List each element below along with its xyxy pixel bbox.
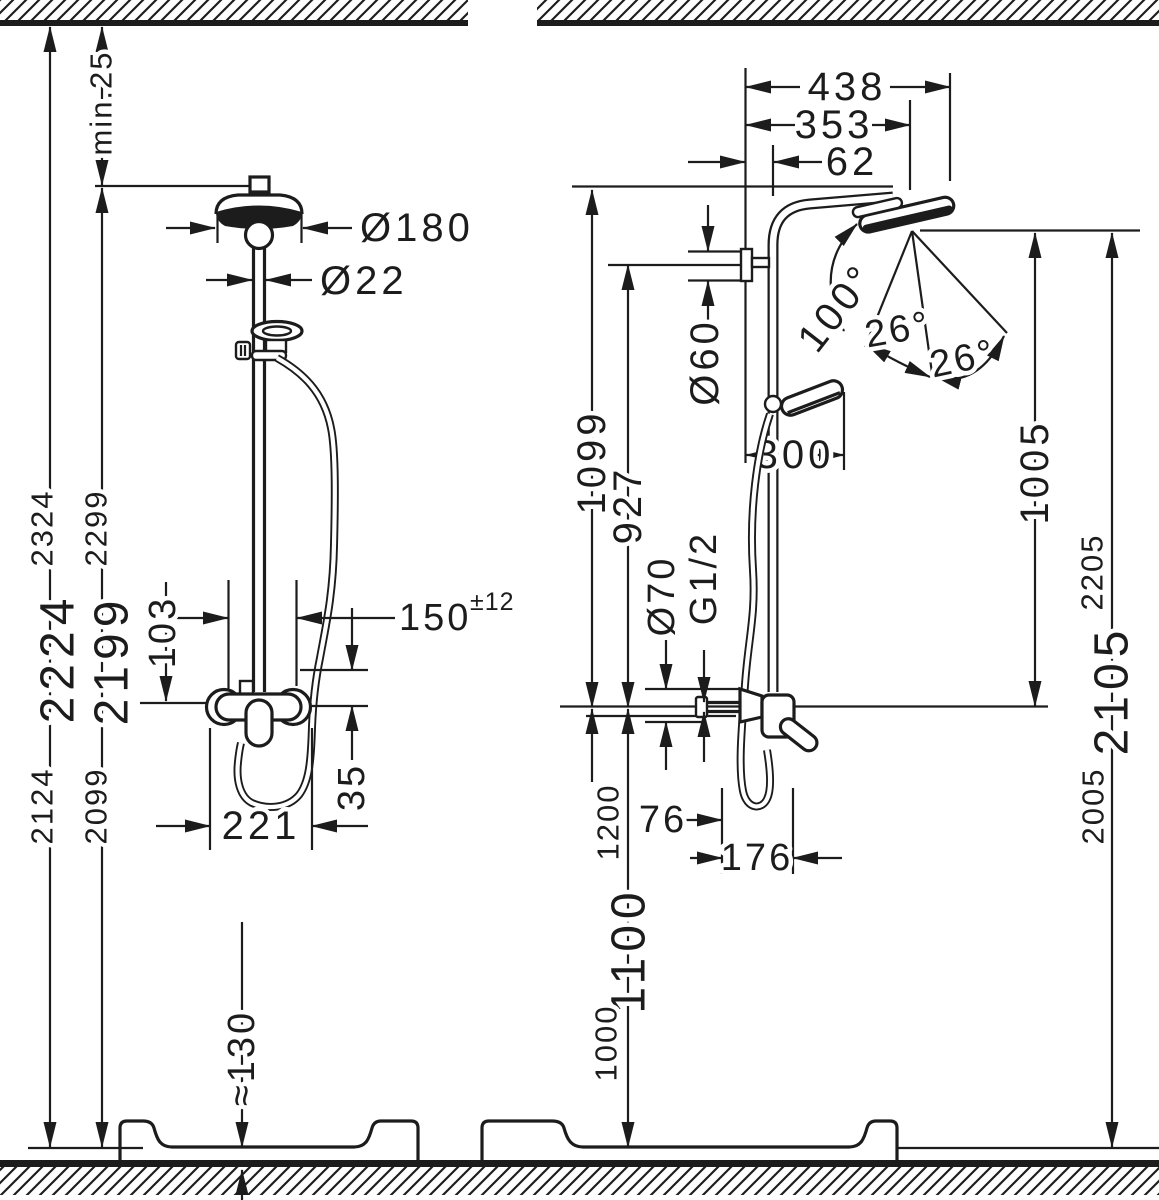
dim-pipe-diameter: Ø22 xyxy=(206,255,408,308)
dim-label-2099: 2099 xyxy=(79,768,114,845)
dim-label-35: 35 xyxy=(331,763,373,811)
dim-label-130: ≈130 xyxy=(221,1010,263,1106)
front-mixer xyxy=(204,679,313,748)
dim-1005: 1005 xyxy=(1009,232,1062,707)
side-tray xyxy=(480,1119,899,1160)
dim-label-g12: G1/2 xyxy=(683,531,725,625)
dim-label-26deg-2: 26° xyxy=(926,332,1000,387)
dim-d70-g12: Ø70 G1/2 xyxy=(637,526,740,770)
side-pipe xyxy=(767,191,894,692)
side-hand-shower xyxy=(763,379,845,417)
dim-label-1000: 1000 xyxy=(589,1005,624,1082)
dim-2105: 2205 2105 2005 xyxy=(1070,232,1143,1148)
front-hose xyxy=(233,354,339,811)
dim-tray-height: ≈130 xyxy=(217,922,268,1200)
dim-label-353: 353 xyxy=(795,103,874,147)
dim-76-176: 76 176 xyxy=(634,795,842,884)
dim-label-1099: 1099 xyxy=(570,410,614,515)
dim-label-1200: 1200 xyxy=(591,784,626,861)
dim-35: 35 xyxy=(300,608,378,816)
side-shower-head xyxy=(851,195,956,234)
dim-label-2124: 2124 xyxy=(25,768,60,845)
dim-label-103: 103 xyxy=(142,596,184,668)
dim-reach: 438 353 62 xyxy=(688,61,951,189)
dim-label-2299: 2299 xyxy=(79,490,114,567)
dim-label-2005: 2005 xyxy=(1076,768,1111,845)
dim-label-2105: 2105 xyxy=(1086,625,1139,756)
side-spray-fan: 100° 26° 26° xyxy=(785,223,1008,391)
front-view: min.25 2324 2224 2124 2299 2199 2099 Ø18… xyxy=(20,26,518,1200)
front-shower-head xyxy=(214,193,304,251)
dim-1099-927: 1099 927 xyxy=(566,189,655,708)
dim-label-d22: Ø22 xyxy=(320,259,408,303)
dim-label-2205: 2205 xyxy=(1075,534,1110,611)
dim-label-1100: 1100 xyxy=(603,886,656,1013)
dim-label-d60: Ø60 xyxy=(683,318,727,406)
side-mixer xyxy=(694,686,819,753)
dim-label-300: 300 xyxy=(756,433,835,477)
dim-label-62: 62 xyxy=(826,140,879,184)
dim-label-2224: 2224 xyxy=(32,593,85,724)
dim-label-26deg-1: 26° xyxy=(862,304,935,357)
dim-label-150: 150 xyxy=(399,597,471,639)
dim-label-927: 927 xyxy=(606,466,650,545)
floor xyxy=(0,1160,1159,1195)
dim-label-221: 221 xyxy=(222,804,301,848)
dim-221: 221 xyxy=(156,728,368,853)
front-riser-pipe xyxy=(248,175,271,692)
dim-label-150-tol: ±12 xyxy=(470,588,515,616)
dim-label-d180: Ø180 xyxy=(360,206,474,250)
dim-label-2324: 2324 xyxy=(25,490,60,567)
dim-label-438: 438 xyxy=(808,65,887,109)
dim-label-1005: 1005 xyxy=(1013,420,1057,525)
dim-label-176: 176 xyxy=(721,837,793,879)
dim-label-min25: min.25 xyxy=(84,50,119,155)
dim-1100-1000: 1200 1100 1000 xyxy=(584,708,660,1148)
front-hand-shower xyxy=(234,319,304,362)
dim-label-2199: 2199 xyxy=(86,595,139,726)
side-view: 438 353 62 Ø60 xyxy=(480,61,1159,1160)
side-wall-bracket: Ø60 xyxy=(679,205,771,410)
dim-label-d70: Ø70 xyxy=(641,556,683,637)
ceiling-right xyxy=(537,0,1159,26)
dim-label-76: 76 xyxy=(639,799,687,841)
dim-head-diameter: Ø180 xyxy=(166,202,474,255)
ceiling-left xyxy=(0,0,468,26)
dim-front-heights xyxy=(28,26,251,1150)
dim-103-150: 103 150 ±12 xyxy=(138,580,518,705)
front-tray xyxy=(118,1119,420,1160)
